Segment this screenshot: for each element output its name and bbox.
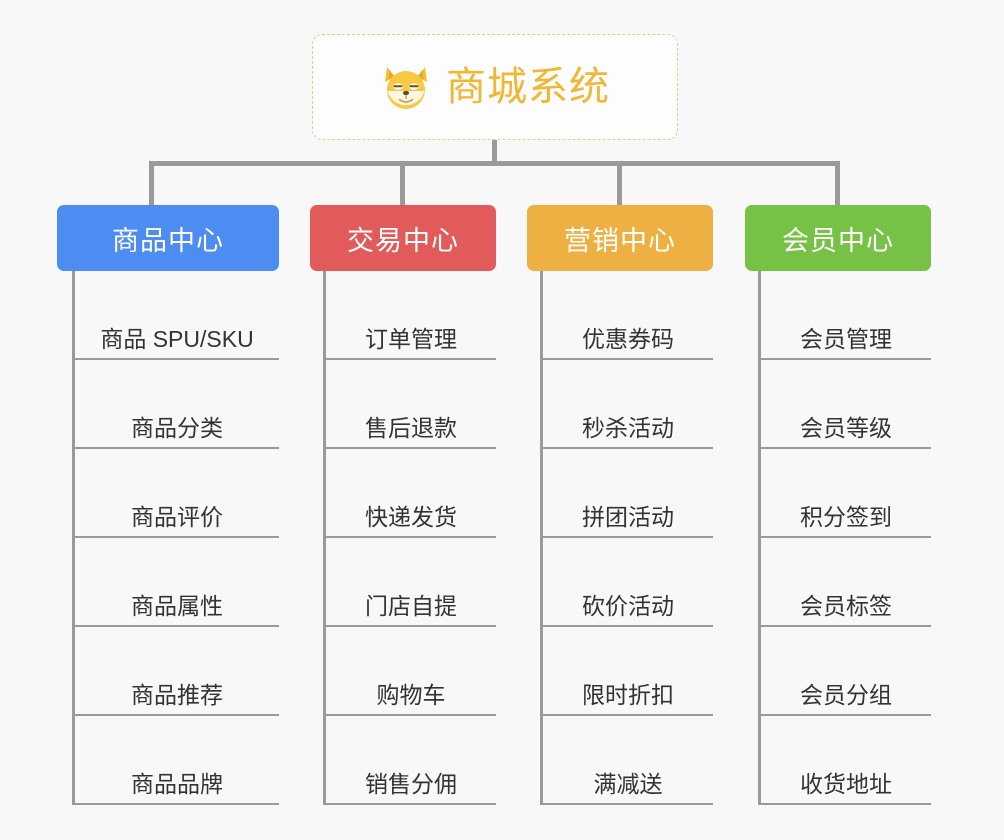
leaf-label: 会员等级 — [800, 414, 892, 441]
category-label-3: 会员中心 — [782, 225, 894, 256]
shiba-dog-icon — [380, 61, 432, 113]
leaf-label: 商品属性 — [131, 592, 223, 619]
category-box-2[interactable]: 营销中心 — [527, 205, 713, 271]
leaf-label: 售后退款 — [365, 414, 457, 441]
leaf-label: 商品分类 — [131, 414, 223, 441]
root-title: 商城系统 — [446, 65, 610, 109]
leaf-label: 会员管理 — [800, 325, 892, 352]
leaf-item[interactable]: 满减送 — [543, 716, 713, 805]
branch-column-3: 会员中心 会员管理 会员等级 积分签到 会员标签 会员分组 收货地址 — [745, 205, 931, 805]
leaf-item[interactable]: 售后退款 — [326, 360, 496, 449]
connector-drop-1 — [400, 161, 405, 205]
leaf-item[interactable]: 购物车 — [326, 627, 496, 716]
branch-column-0: 商品中心 商品 SPU/SKU 商品分类 商品评价 商品属性 商品推荐 商品品牌 — [57, 205, 279, 805]
leaf-item[interactable]: 快递发货 — [326, 449, 496, 538]
connector-drop-3 — [835, 161, 840, 205]
leaf-label: 收货地址 — [800, 770, 892, 797]
leaf-item[interactable]: 拼团活动 — [543, 449, 713, 538]
category-box-3[interactable]: 会员中心 — [745, 205, 931, 271]
leaf-list-1: 订单管理 售后退款 快递发货 门店自提 购物车 销售分佣 — [323, 271, 496, 805]
connector-drop-0 — [149, 161, 154, 205]
connector-drop-2 — [617, 161, 622, 205]
leaf-item[interactable]: 秒杀活动 — [543, 360, 713, 449]
connector-trunk — [492, 140, 497, 164]
leaf-label: 限时折扣 — [582, 681, 674, 708]
leaf-label: 会员标签 — [800, 592, 892, 619]
leaf-item[interactable]: 商品推荐 — [75, 627, 279, 716]
category-label-1: 交易中心 — [347, 225, 459, 256]
leaf-label: 拼团活动 — [582, 503, 674, 530]
connector-bus — [149, 161, 840, 166]
leaf-item[interactable]: 会员分组 — [761, 627, 931, 716]
leaf-item[interactable]: 商品品牌 — [75, 716, 279, 805]
leaf-item[interactable]: 订单管理 — [326, 271, 496, 360]
leaf-label: 门店自提 — [365, 592, 457, 619]
leaf-item[interactable]: 会员管理 — [761, 271, 931, 360]
leaf-item[interactable]: 限时折扣 — [543, 627, 713, 716]
leaf-label: 会员分组 — [800, 681, 892, 708]
leaf-label: 积分签到 — [800, 503, 892, 530]
leaf-label: 订单管理 — [365, 325, 457, 352]
leaf-item[interactable]: 门店自提 — [326, 538, 496, 627]
leaf-item[interactable]: 商品属性 — [75, 538, 279, 627]
leaf-label: 商品品牌 — [131, 770, 223, 797]
leaf-item[interactable]: 会员等级 — [761, 360, 931, 449]
leaf-list-3: 会员管理 会员等级 积分签到 会员标签 会员分组 收货地址 — [758, 271, 931, 805]
leaf-label: 购物车 — [376, 681, 446, 708]
leaf-label: 砍价活动 — [582, 592, 674, 619]
leaf-label: 商品 SPU/SKU — [100, 325, 254, 352]
root-node[interactable]: 商城系统 — [312, 34, 678, 140]
leaf-label: 商品推荐 — [131, 681, 223, 708]
leaf-item[interactable]: 销售分佣 — [326, 716, 496, 805]
leaf-item[interactable]: 商品 SPU/SKU — [75, 271, 279, 360]
category-label-2: 营销中心 — [564, 225, 676, 256]
leaf-label: 秒杀活动 — [582, 414, 674, 441]
leaf-label: 优惠券码 — [582, 325, 674, 352]
leaf-item[interactable]: 收货地址 — [761, 716, 931, 805]
category-box-0[interactable]: 商品中心 — [57, 205, 279, 271]
category-box-1[interactable]: 交易中心 — [310, 205, 496, 271]
branch-column-1: 交易中心 订单管理 售后退款 快递发货 门店自提 购物车 销售分佣 — [310, 205, 496, 805]
leaf-list-0: 商品 SPU/SKU 商品分类 商品评价 商品属性 商品推荐 商品品牌 — [72, 271, 279, 805]
leaf-item[interactable]: 砍价活动 — [543, 538, 713, 627]
leaf-item[interactable]: 优惠券码 — [543, 271, 713, 360]
leaf-item[interactable]: 商品分类 — [75, 360, 279, 449]
leaf-label: 销售分佣 — [365, 770, 457, 797]
leaf-item[interactable]: 积分签到 — [761, 449, 931, 538]
leaf-label: 满减送 — [593, 770, 663, 797]
category-label-0: 商品中心 — [112, 225, 224, 256]
leaf-list-2: 优惠券码 秒杀活动 拼团活动 砍价活动 限时折扣 满减送 — [540, 271, 713, 805]
leaf-item[interactable]: 商品评价 — [75, 449, 279, 538]
leaf-label: 商品评价 — [131, 503, 223, 530]
leaf-label: 快递发货 — [365, 503, 457, 530]
branch-column-2: 营销中心 优惠券码 秒杀活动 拼团活动 砍价活动 限时折扣 满减送 — [527, 205, 713, 805]
leaf-item[interactable]: 会员标签 — [761, 538, 931, 627]
